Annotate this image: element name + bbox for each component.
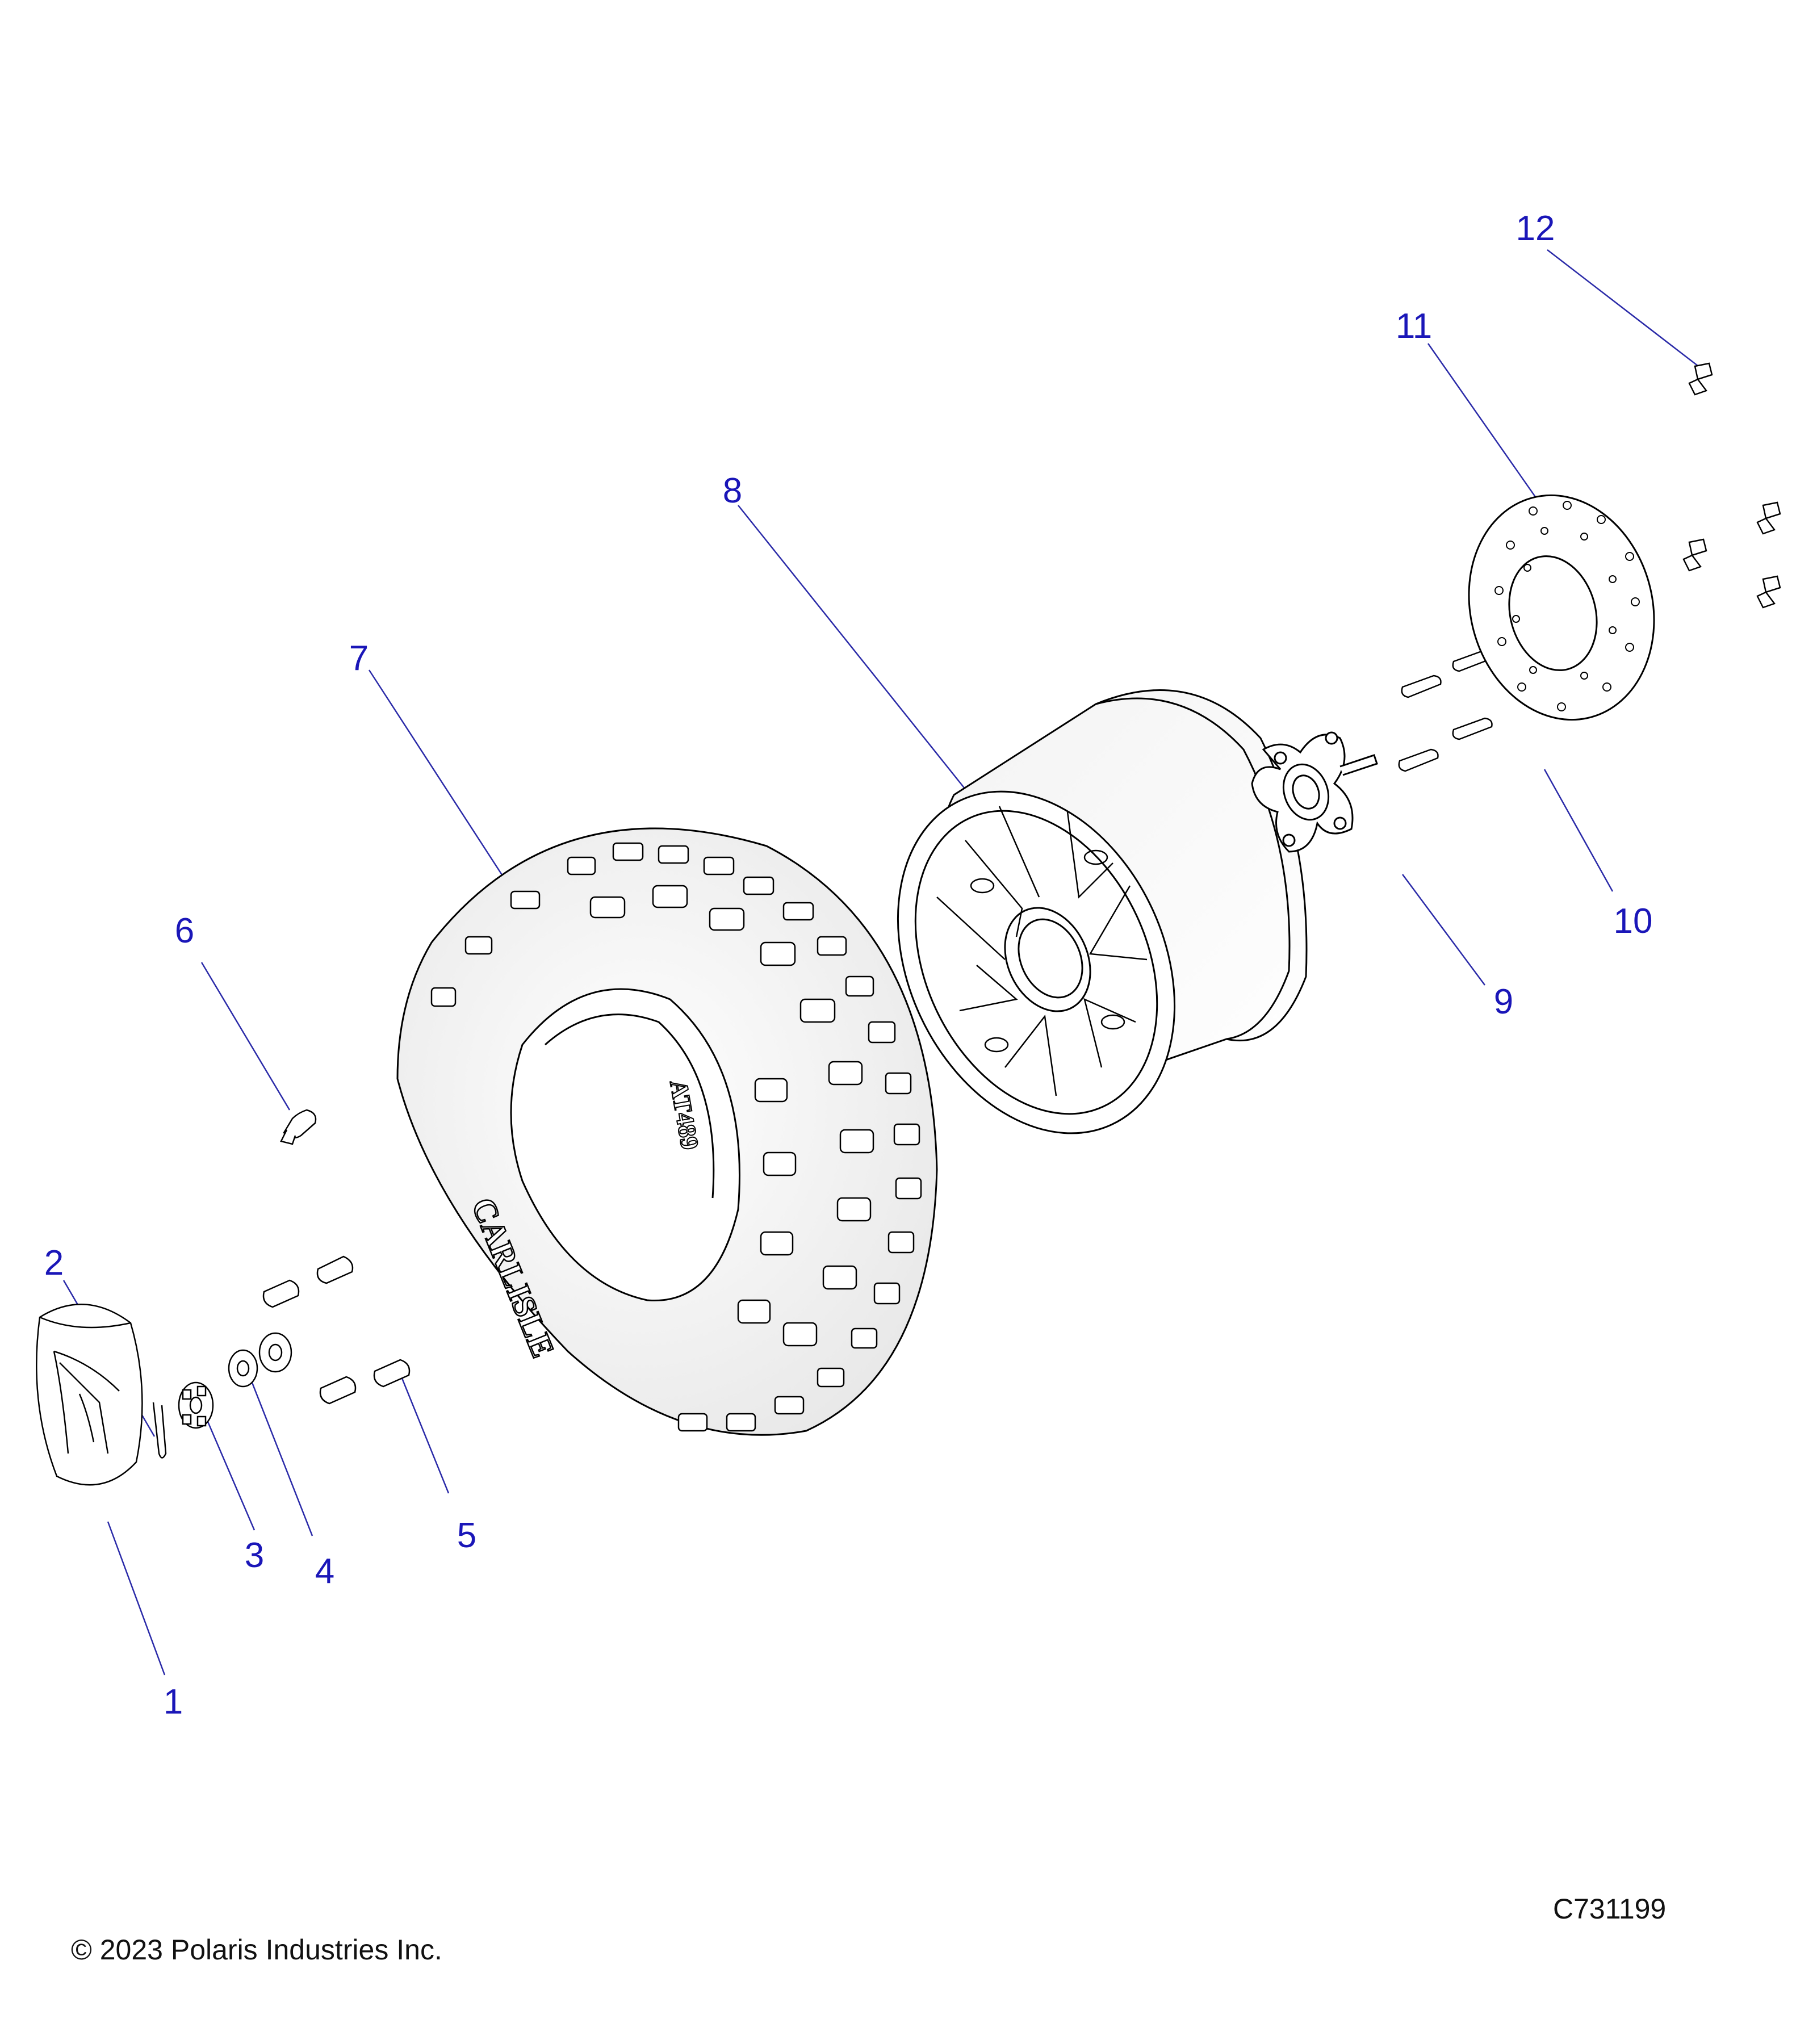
disc-bolts — [1682, 362, 1781, 609]
tire: CARLISLE AT489 — [396, 827, 938, 1436]
callout-11: 11 — [1395, 307, 1433, 346]
callout-9: 9 — [1493, 982, 1514, 1021]
callout-12: 12 — [1515, 209, 1555, 248]
callout-4: 4 — [315, 1552, 335, 1591]
castle-nut — [178, 1381, 214, 1429]
cotter-pin — [152, 1402, 167, 1459]
callout-5: 5 — [457, 1516, 477, 1555]
copyright-text: © 2023 Polaris Industries Inc. — [71, 1934, 442, 1966]
callout-2: 2 — [44, 1243, 64, 1283]
drawing-number: C731199 — [1553, 1893, 1667, 1925]
brake-disc — [1468, 494, 1655, 721]
valve-stem — [280, 1109, 317, 1145]
hub-cap — [36, 1304, 143, 1486]
wheel-rim — [897, 689, 1308, 1134]
callout-7: 7 — [349, 639, 369, 678]
wheel-studs — [1398, 649, 1493, 772]
wheel-hub — [1251, 731, 1378, 853]
washers — [228, 1332, 292, 1388]
callout-1: 1 — [163, 1682, 183, 1722]
lug-nuts — [262, 1255, 411, 1405]
callout-3: 3 — [244, 1536, 265, 1575]
callout-8: 8 — [722, 471, 743, 510]
callout-10: 10 — [1613, 902, 1653, 941]
callout-6: 6 — [174, 911, 195, 950]
